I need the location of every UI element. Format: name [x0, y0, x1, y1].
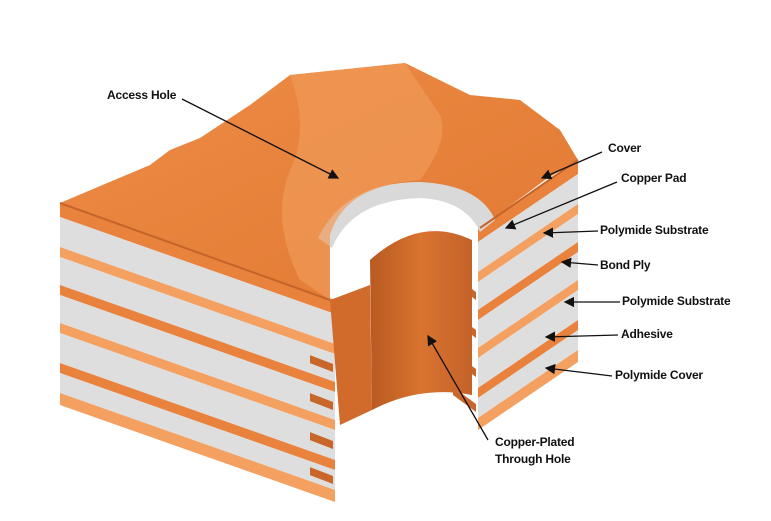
top-edge-shadow: [59, 159, 579, 301]
copper-layer-left: [60, 285, 335, 392]
copper-layer-left: [60, 247, 335, 354]
insulator-layer-left: [60, 257, 335, 382]
label-access-hole: Access Hole: [107, 88, 177, 102]
copper-layer-left: [60, 393, 335, 502]
copper-layer-left: [60, 203, 335, 314]
copper-pad-left: [310, 467, 333, 484]
hole-front-rim: [330, 285, 372, 425]
label-through-hole-line2: Through Hole: [495, 452, 571, 466]
insulator-layer-right: [478, 174, 578, 272]
insulator-layer-right: [478, 330, 578, 418]
label-through-hole-line1: Copper-Plated: [495, 435, 575, 449]
access-hole-channel: [282, 63, 443, 300]
copper-pad-left: [310, 393, 333, 410]
copper-layer-right: [478, 204, 578, 282]
copper-layer-right: [478, 242, 578, 320]
label-polymide-substrate-2: Polymide Substrate: [622, 294, 731, 308]
insulator-layer-right: [478, 252, 578, 348]
label-cover: Cover: [608, 141, 642, 155]
label-adhesive: Adhesive: [621, 327, 673, 341]
copper-layer-right: [478, 280, 578, 358]
insulator-layer-left: [60, 333, 335, 460]
label-polymide-substrate-1: Polymide Substrate: [600, 223, 709, 237]
insulator-layer-left: [60, 217, 335, 344]
copper-plated-through-hole: [370, 231, 472, 410]
copper-layer-left: [60, 363, 335, 470]
copper-layer-right: [478, 160, 578, 242]
insulator-layer-right: [478, 214, 578, 310]
label-bond-ply: Bond Ply: [600, 258, 651, 272]
access-hole-ring: [318, 182, 495, 248]
insulator-layer-left: [60, 295, 335, 420]
copper-pad-left: [310, 432, 333, 449]
label-polymide-cover: Polymide Cover: [615, 368, 703, 382]
insulator-layer-right: [478, 290, 578, 388]
leader-lines: [181, 98, 620, 441]
left-layer-stack: [60, 203, 335, 502]
label-copper-pad: Copper Pad: [621, 171, 687, 185]
copper-pad-left: [310, 355, 333, 372]
copper-layer-left: [60, 323, 335, 430]
insulator-layer-left: [60, 373, 335, 490]
